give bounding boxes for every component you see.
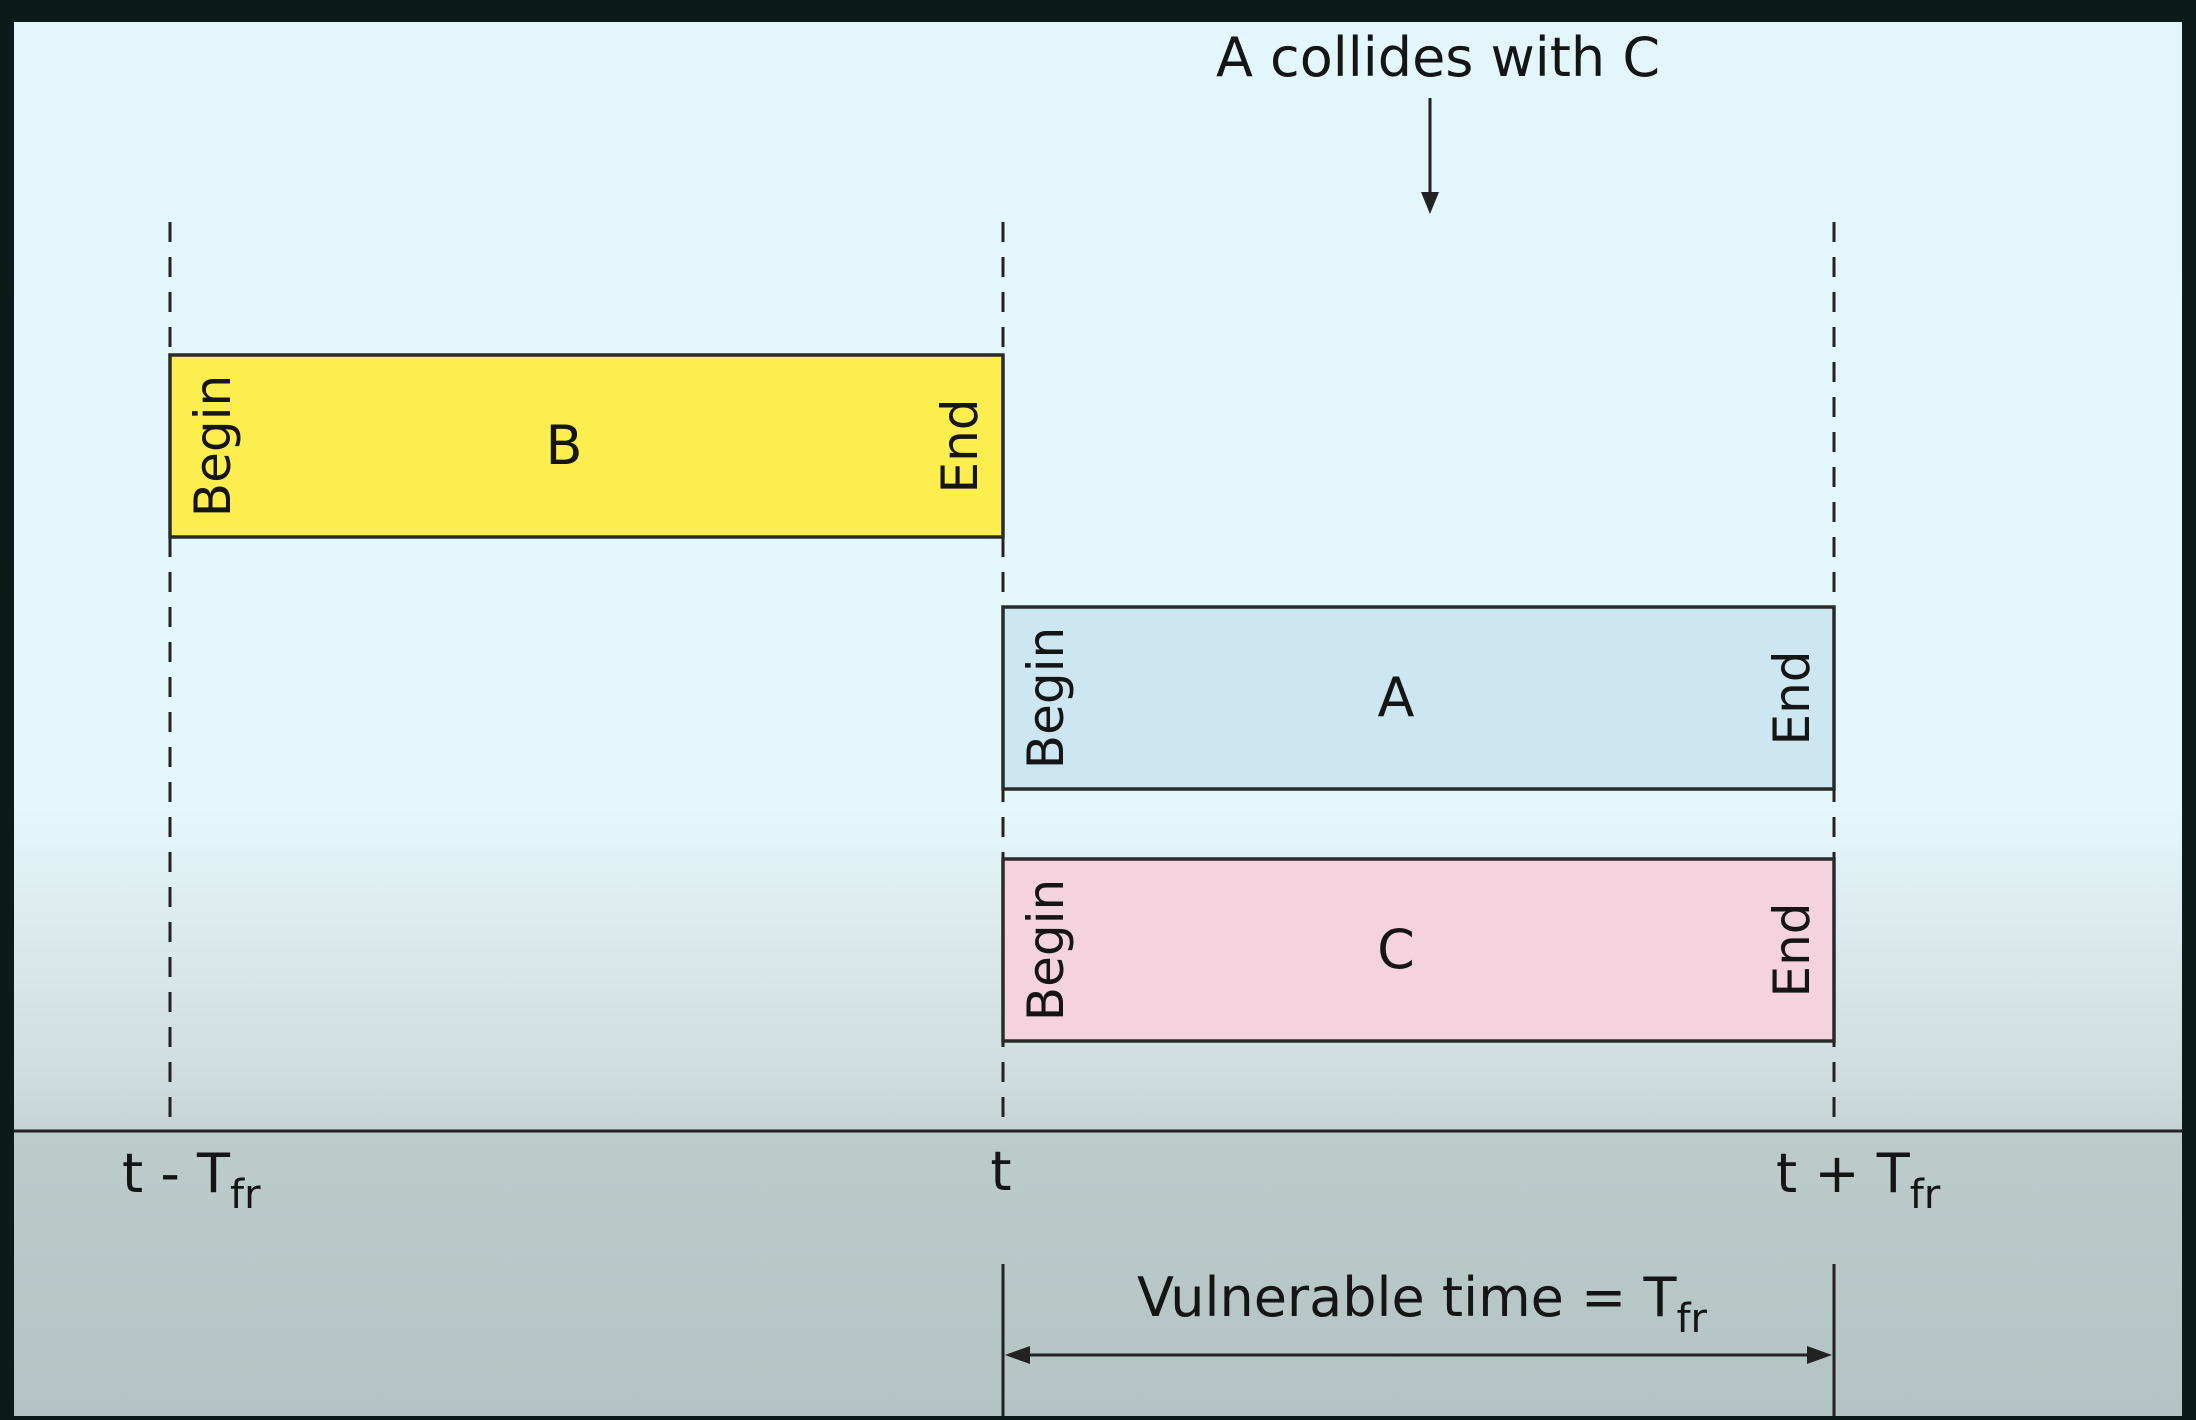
vulnerable-time-label-base: Vulnerable time = T — [1137, 1266, 1677, 1329]
vulnerable-arrow-left-head — [1005, 1346, 1030, 1364]
frame-c: Begin C End — [1001, 857, 1836, 1043]
vulnerable-arrow-right-head — [1807, 1346, 1832, 1364]
vulnerable-time-label: Vulnerable time = Tfr — [1137, 1266, 1708, 1342]
frame-a-label: A — [1378, 666, 1415, 729]
time-label-t-plus-tfr-sub: fr — [1910, 1172, 1941, 1218]
frame-c-box — [1001, 857, 1836, 1043]
timeline-band — [14, 1130, 2182, 1416]
vulnerable-time-label-sub: fr — [1676, 1296, 1707, 1342]
time-label-t-minus-tfr-base: t - T — [122, 1142, 231, 1205]
frame-a-begin-label: Begin — [1017, 627, 1075, 769]
frame-c-label: C — [1377, 918, 1415, 981]
frame-c-end-label: End — [1763, 902, 1821, 997]
time-label-t-minus-tfr: t - Tfr — [122, 1142, 261, 1218]
frame-a-end-label: End — [1763, 650, 1821, 745]
collision-arrow-head — [1421, 192, 1439, 214]
time-label-t-minus-tfr-sub: fr — [230, 1172, 261, 1218]
frame-b-label: B — [545, 414, 582, 477]
time-label-t-plus-tfr-base: t + T — [1776, 1142, 1911, 1205]
collision-annotation: A collides with C — [1216, 26, 1660, 89]
frame-b-box — [168, 353, 1005, 539]
time-label-t: t — [990, 1140, 1011, 1203]
frame-c-begin-label: Begin — [1017, 879, 1075, 1021]
time-label-t-plus-tfr: t + Tfr — [1776, 1142, 1941, 1218]
frame-a-box — [1001, 605, 1836, 791]
frame-a: Begin A End — [1001, 605, 1836, 791]
frame-b-end-label: End — [931, 398, 989, 493]
frame-b: Begin B End — [168, 353, 1005, 539]
frame-b-begin-label: Begin — [184, 375, 242, 517]
